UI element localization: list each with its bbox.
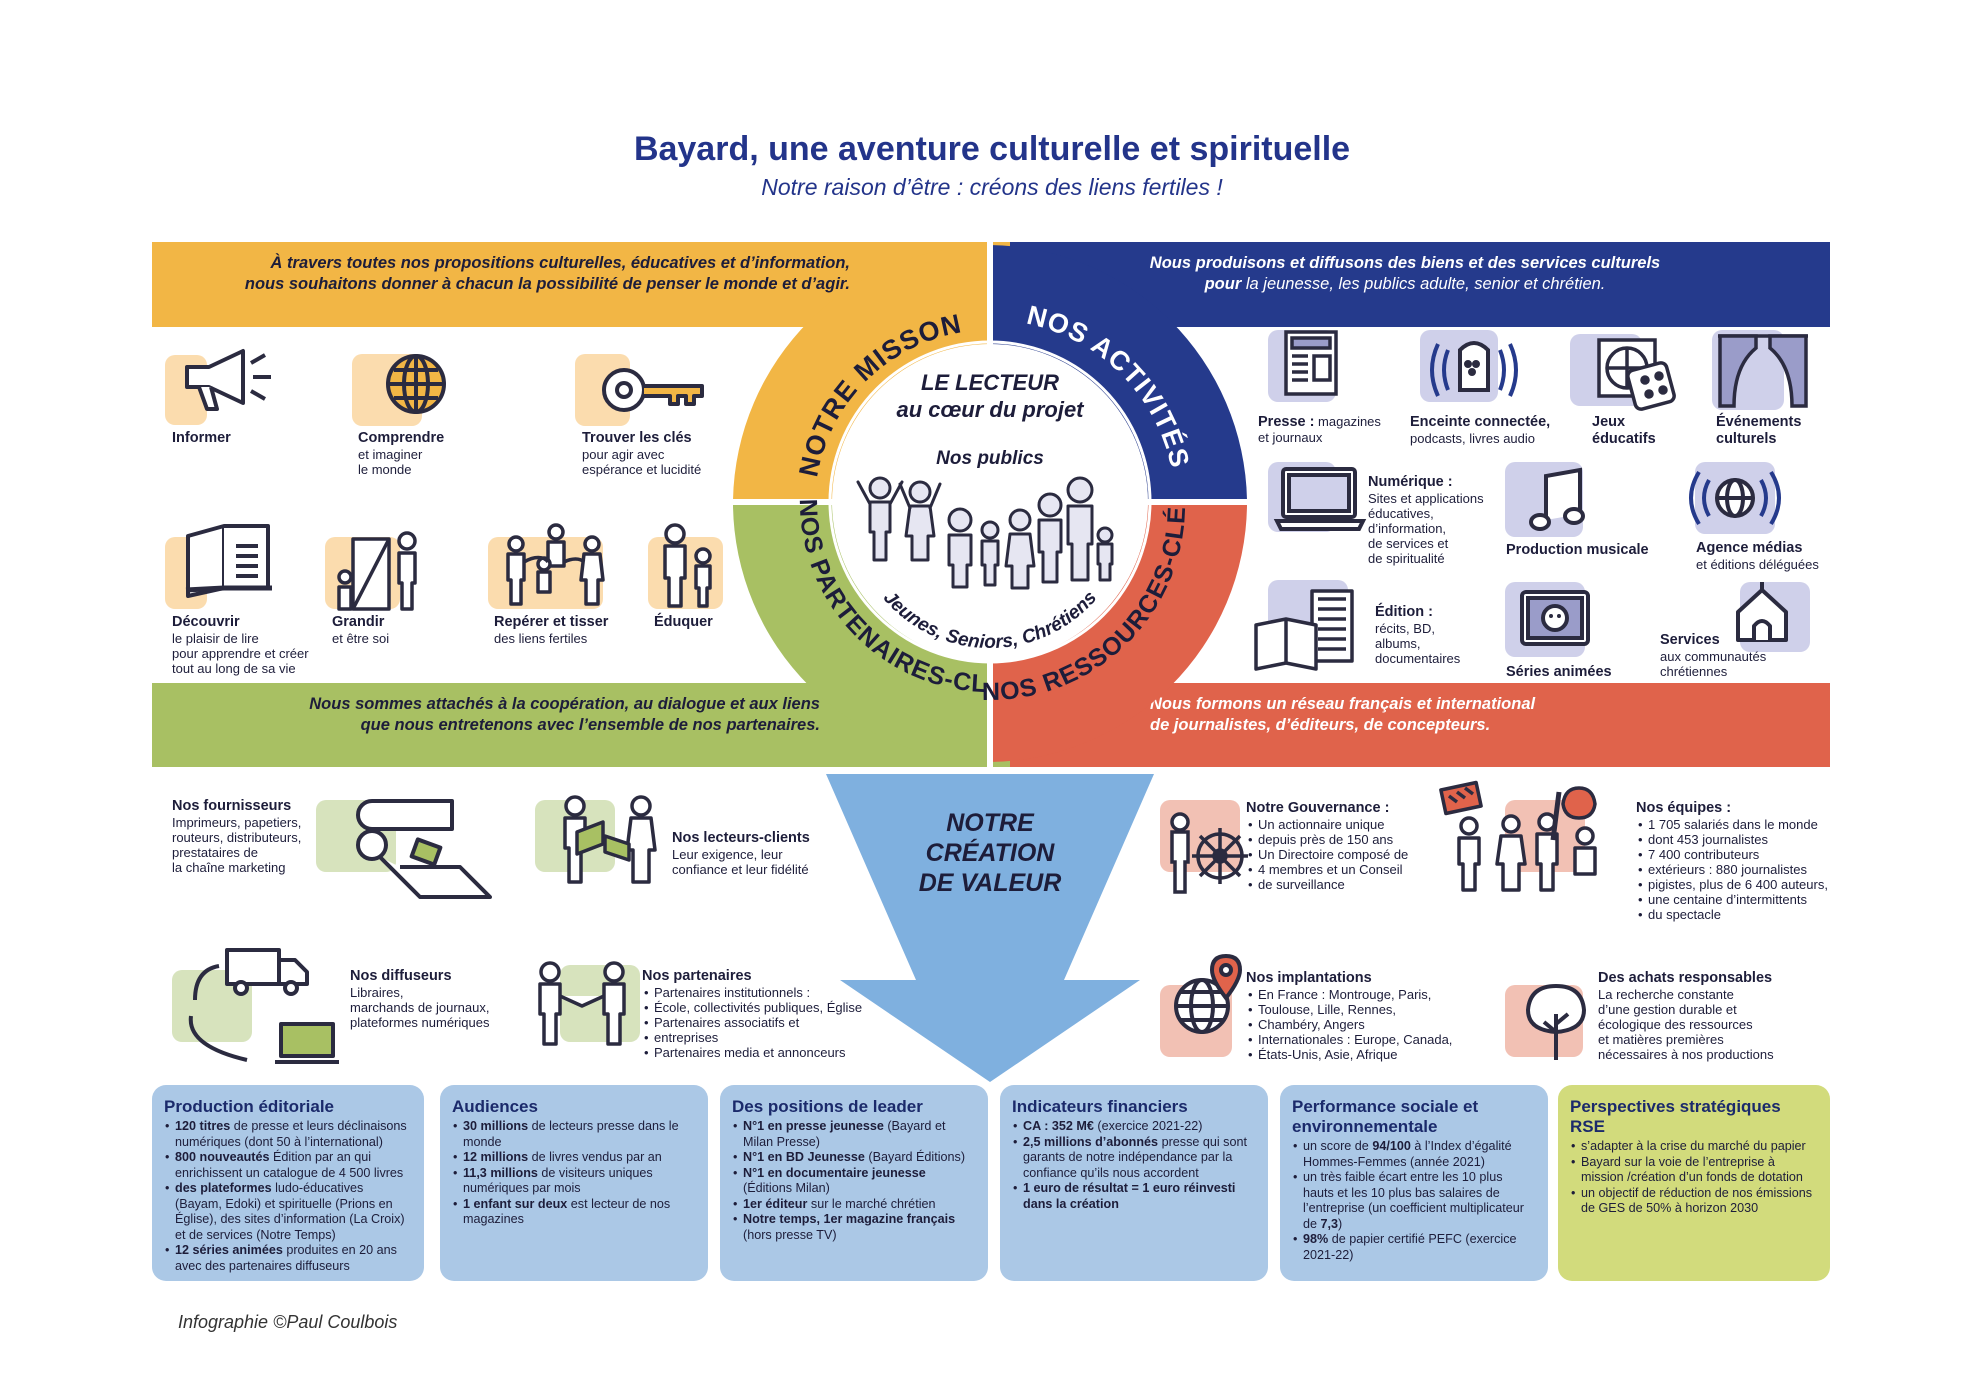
circle-of-people-icon xyxy=(506,523,605,606)
center-subtitle: au cœur du projet xyxy=(897,397,1086,422)
mission-item-eduquer: Éduquer xyxy=(654,614,713,630)
box-production-editoriale: Production éditoriale 120 titres de pres… xyxy=(152,1085,424,1281)
box-audiences: Audiences 30 millions de lecteurs presse… xyxy=(440,1085,708,1281)
delivery-truck-icon xyxy=(188,948,339,1064)
mission-statement: À travers toutes nos propositions cultur… xyxy=(244,254,850,293)
media-globe-icon xyxy=(1689,470,1781,526)
open-book-icon xyxy=(185,524,272,598)
central-wheel: NOTRE MISSON NOS ACTIVITÉS NOS PARTENAIR… xyxy=(720,230,1247,770)
laptop-icon xyxy=(1273,467,1367,531)
wheel-segment-activites xyxy=(990,245,1247,500)
handshake-icon xyxy=(538,961,626,1046)
center-title: LE LECTEUR xyxy=(921,370,1059,395)
ressources-statement: Nous formons un réseau français et inter… xyxy=(1150,695,1536,734)
partenaires-statement: Nous sommes attachés à la coopération, a… xyxy=(309,695,820,734)
parent-child-icon xyxy=(663,523,712,608)
publics-label: Nos publics xyxy=(936,448,1044,469)
books-icon xyxy=(1254,589,1354,671)
activites-statement: Nous produisons et diffusons des biens e… xyxy=(1149,254,1661,293)
resource-gouvernance: Notre Gouvernance : Un actionnaire uniqu… xyxy=(1246,800,1408,892)
page-title: Bayard, une aventure culturelle et spiri… xyxy=(633,130,1351,168)
key-icon xyxy=(602,368,704,412)
smart-speaker-icon xyxy=(1430,341,1518,397)
box-positions-leader: Des positions de leader N°1 en presse je… xyxy=(720,1085,988,1281)
partner-fournisseurs: Nos fournisseurs Imprimeurs, papetiers,r… xyxy=(172,798,302,875)
page-subtitle: Notre raison d’être : créons des liens f… xyxy=(761,174,1223,200)
activite-enceinte: Enceinte connectée,podcasts, livres audi… xyxy=(1410,414,1551,446)
box-indicateurs-financiers: Indicateurs financiers CA : 352 M€ (exer… xyxy=(1000,1085,1268,1281)
stage-curtain-icon xyxy=(1718,334,1808,408)
resource-implantations: Nos implantations En France : Montrouge,… xyxy=(1246,970,1452,1062)
mission-item-informer: Informer xyxy=(172,430,231,446)
box-performance-sociale: Performance sociale et environnementale … xyxy=(1280,1085,1548,1281)
animated-series-icon xyxy=(1520,590,1590,646)
location-globe-icon xyxy=(1174,953,1243,1034)
megaphone-icon xyxy=(185,349,271,411)
box-perspectives-rse: Perspectives stratégiques RSE s’adapter … xyxy=(1558,1085,1830,1281)
educational-games-icon xyxy=(1597,338,1676,411)
wheel-segment-partenaires xyxy=(733,505,990,762)
readers-icon xyxy=(563,795,657,884)
tree-icon xyxy=(1526,984,1586,1060)
ship-wheel-icon xyxy=(1170,812,1248,894)
printing-roll-icon xyxy=(356,799,492,899)
value-creation-arrow xyxy=(826,774,1154,1082)
chapel-icon xyxy=(1736,582,1788,642)
globe-icon xyxy=(386,354,446,414)
people-group-icon xyxy=(856,476,1114,590)
resource-achats: Des achats responsables La recherche con… xyxy=(1598,970,1774,1062)
resource-equipes: Nos équipes : 1 705 salariés dans le mon… xyxy=(1636,800,1828,922)
activite-edition: Édition :récits, BD,albums,documentaires xyxy=(1375,604,1461,666)
partner-partenaires: Nos partenaires Partenaires institutionn… xyxy=(642,968,862,1060)
activite-series: Séries animées xyxy=(1506,664,1612,680)
music-note-icon xyxy=(1529,467,1585,531)
wheel-segment-mission xyxy=(733,245,990,500)
growing-child-icon xyxy=(337,531,417,611)
newspaper-icon xyxy=(1284,330,1338,396)
activite-musique: Production musicale xyxy=(1506,542,1649,558)
credit: Infographie ©Paul Coulbois xyxy=(178,1312,398,1332)
wheel-segment-ressources xyxy=(990,505,1247,762)
team-icon xyxy=(1439,780,1597,892)
